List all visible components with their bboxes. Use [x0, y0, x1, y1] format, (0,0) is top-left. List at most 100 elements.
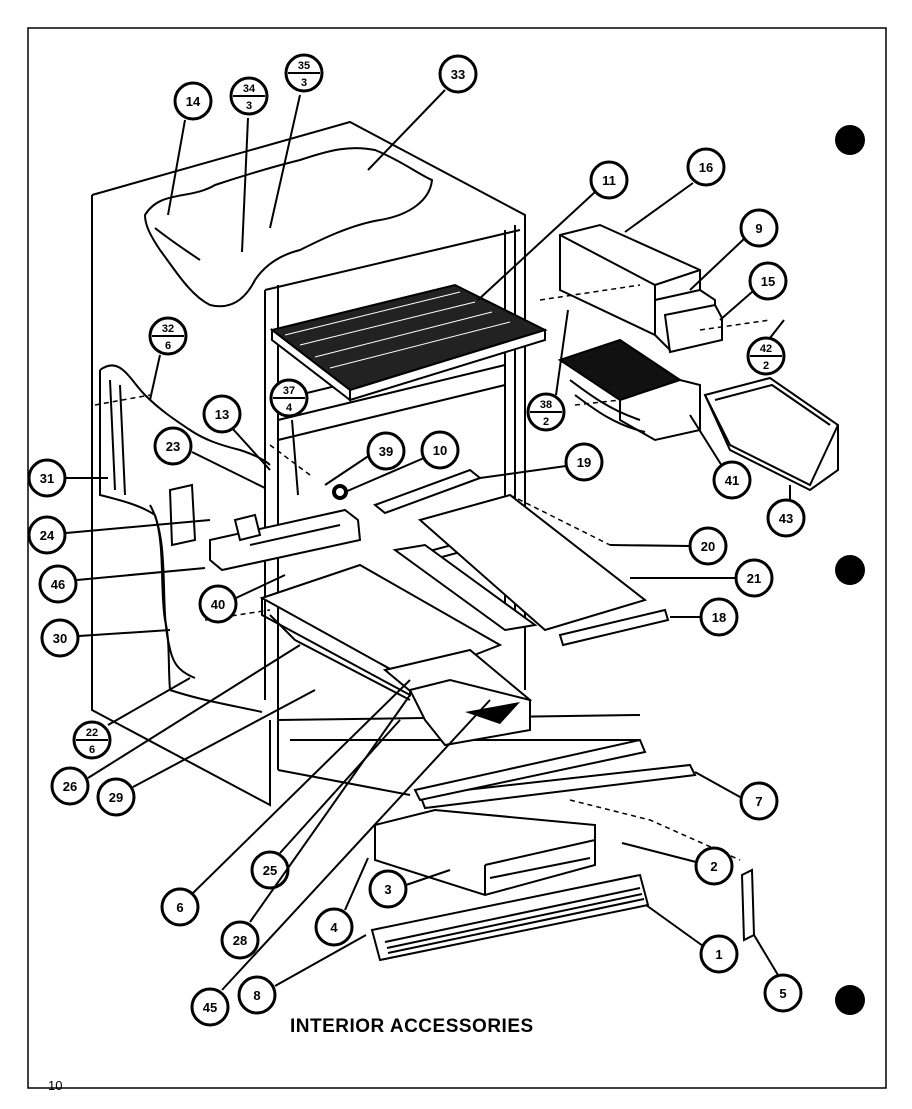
leader-line [132, 689, 316, 788]
callout-circle [766, 498, 806, 538]
callout-number: 31 [40, 471, 54, 486]
binder-hole [835, 125, 865, 155]
freezer-wire-shelf [269, 283, 548, 403]
air-damper-assembly [168, 483, 362, 572]
leader-line [405, 869, 451, 886]
callout-number: 3 [384, 882, 391, 897]
leader-line [235, 574, 286, 599]
callout-1: 1 [645, 904, 739, 974]
callout-8: 8 [237, 934, 367, 1015]
callout-quantity: 2 [763, 360, 769, 372]
callout-number: 9 [755, 221, 762, 236]
callout-number: 1 [715, 947, 722, 962]
callout-24: 24 [27, 515, 211, 555]
callout-19: 19 [479, 442, 604, 482]
callout-42-2: 422 [746, 319, 786, 376]
callout-circle [38, 564, 78, 604]
leader-line [107, 677, 191, 726]
callout-quantity: 3 [246, 100, 252, 112]
callout-circle [420, 430, 460, 470]
callout-number: 11 [602, 173, 616, 188]
ice-maker [557, 338, 701, 442]
callout-circle [699, 597, 739, 637]
callout-23: 23 [153, 426, 266, 489]
callout-circle [699, 934, 739, 974]
callout-number: 10 [433, 443, 447, 458]
callout-circle [366, 431, 406, 471]
callout-number: 6 [176, 900, 183, 915]
callout-number: 20 [701, 539, 715, 554]
leader-line [689, 237, 746, 291]
callout-9: 9 [689, 208, 779, 291]
callout-number: 37 [283, 385, 295, 397]
crisper-drawer [374, 808, 596, 897]
callout-number: 16 [699, 160, 713, 175]
callout-30: 30 [40, 618, 171, 658]
callout-number: 40 [211, 597, 225, 612]
callout-22-6: 226 [72, 677, 191, 760]
leader-line [477, 191, 596, 301]
callout-circle [688, 526, 728, 566]
crisper-cover [259, 563, 503, 701]
leader-line [753, 934, 779, 976]
leader-line [167, 119, 186, 216]
callout-number: 28 [233, 933, 247, 948]
callout-circle [27, 515, 67, 555]
callout-number: 14 [186, 94, 201, 109]
callout-number: 22 [86, 727, 98, 739]
callout-25: 25 [250, 719, 401, 890]
callout-circle [564, 442, 604, 482]
callout-16: 16 [624, 147, 726, 233]
leader-line [78, 629, 171, 637]
callout-number: 39 [379, 444, 393, 459]
callout-26: 26 [50, 644, 301, 806]
callout-circle [438, 54, 478, 94]
callout-number: 34 [243, 83, 256, 95]
diagram-title: INTERIOR ACCESSORIES [290, 1016, 534, 1037]
callout-circle [50, 766, 90, 806]
callout-number: 19 [577, 455, 591, 470]
callout-number: 38 [540, 399, 552, 411]
callout-14: 14 [167, 81, 213, 216]
callout-circle [694, 846, 734, 886]
callout-circle [237, 975, 277, 1015]
leader-line [689, 414, 723, 467]
leader-line [192, 679, 411, 894]
callout-circle [198, 584, 238, 624]
callout-41: 41 [689, 414, 752, 500]
callout-circle [314, 907, 354, 947]
callout-number: 43 [779, 511, 793, 526]
leveling-leg [740, 868, 756, 942]
callout-40: 40 [198, 574, 286, 624]
callout-quantity: 4 [286, 402, 293, 414]
callout-number: 13 [215, 407, 229, 422]
leader-line [221, 699, 491, 991]
callout-31: 31 [27, 458, 108, 498]
callout-circle [202, 394, 242, 434]
leader-line [191, 451, 266, 489]
callout-number: 23 [166, 439, 180, 454]
callout-number: 32 [162, 323, 174, 335]
callout-number: 46 [51, 577, 65, 592]
callout-number: 18 [712, 610, 726, 625]
callout-number: 2 [710, 859, 717, 874]
binder-hole [835, 985, 865, 1015]
leader-line [231, 427, 271, 471]
callout-circle [190, 987, 230, 1027]
callout-number: 7 [755, 794, 762, 809]
callout-34-3: 343 [229, 76, 269, 253]
callout-43: 43 [766, 485, 806, 538]
callout-quantity: 6 [165, 340, 171, 352]
callout-39: 39 [324, 431, 406, 486]
leader-line [274, 934, 367, 987]
callout-quantity: 6 [89, 744, 95, 756]
leader-line [149, 354, 161, 401]
cabinet-shell [91, 120, 641, 807]
leader-line [367, 89, 446, 171]
callout-number: 8 [253, 988, 260, 1003]
callout-circle [40, 618, 80, 658]
page-number: 10 [48, 1078, 63, 1093]
callout-37-4: 374 [269, 378, 309, 496]
callout-28: 28 [220, 694, 411, 960]
